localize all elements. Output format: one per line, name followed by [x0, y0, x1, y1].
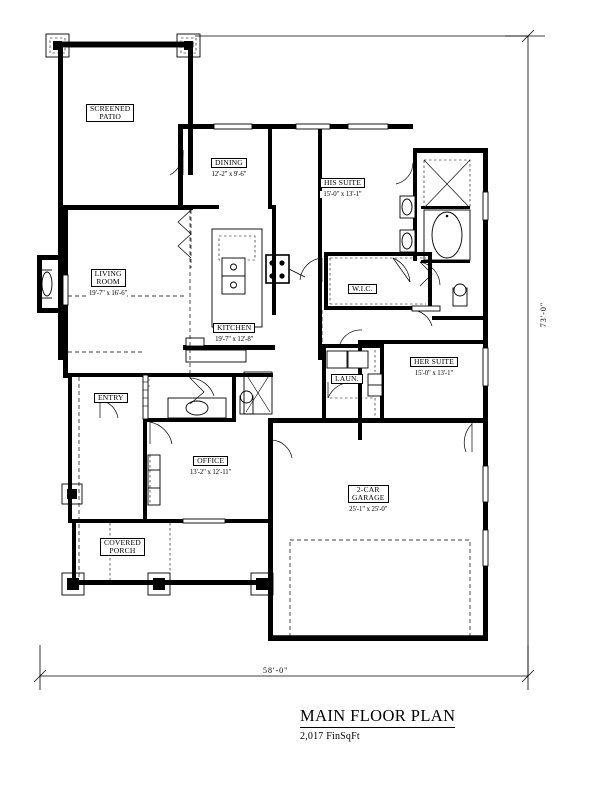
room-label-his-suite: HIS SUITE 15'-0" x 13'-1": [320, 173, 365, 198]
room-name-screened-patio: SCREENED PATIO: [86, 104, 135, 123]
room-dims-office: 13'-2" x 12'-11": [190, 468, 232, 476]
overall-width-dimension: 58'-0": [260, 666, 292, 675]
page-title: MAIN FLOOR PLAN: [300, 706, 456, 728]
overall-depth-dimension: 73'-0": [539, 298, 549, 331]
room-label-wic: W.I.C.: [348, 279, 377, 296]
room-dims-his-suite: 15'-0" x 13'-1": [320, 190, 365, 198]
room-label-kitchen: KITCHEN 19'-7" x 12'-8": [213, 318, 256, 343]
room-label-dining: DINING 12'-2" x 9'-6": [211, 153, 247, 178]
room-label-office: OFFICE 13'-2" x 12'-11": [190, 451, 231, 476]
room-name-kitchen: KITCHEN: [213, 323, 256, 334]
title-block: MAIN FLOOR PLAN 2,017 FinSqFt: [300, 706, 520, 742]
room-label-entry: ENTRY: [94, 388, 128, 405]
room-dims-her-suite: 15'-0" x 13'-1": [410, 369, 458, 377]
square-footage: 2,017 FinSqFt: [300, 731, 360, 742]
room-label-her-suite: HER SUITE 15'-0" x 13'-1": [410, 352, 458, 377]
room-name-wic: W.I.C.: [348, 284, 377, 295]
room-dims-garage: 25'-1" x 25'-0": [348, 505, 389, 514]
room-label-living-room: LIVING ROOM 19'-7" x 16'-6": [89, 269, 128, 298]
room-name-covered-porch: COVERED PORCH: [100, 538, 145, 557]
room-name-entry: ENTRY: [94, 393, 128, 404]
room-label-laundry: LAUN.: [331, 369, 363, 386]
room-label-screened-patio: SCREENED PATIO: [86, 104, 135, 124]
room-label-covered-porch: COVERED PORCH: [100, 538, 145, 558]
room-label-garage: 2-CAR GARAGE 25'-1" x 25'-0": [348, 485, 389, 514]
room-name-laundry: LAUN.: [331, 374, 363, 385]
room-name-dining: DINING: [211, 158, 247, 169]
room-name-living-room: LIVING ROOM: [90, 269, 126, 288]
room-name-his-suite: HIS SUITE: [320, 178, 365, 189]
room-dims-kitchen: 19'-7" x 12'-8": [213, 335, 256, 343]
room-name-garage: 2-CAR GARAGE: [348, 485, 389, 504]
room-name-her-suite: HER SUITE: [410, 357, 458, 368]
room-dims-dining: 12'-2" x 9'-6": [211, 170, 247, 178]
room-name-office: OFFICE: [193, 456, 229, 467]
room-dims-living-room: 19'-7" x 16'-6": [89, 289, 128, 298]
